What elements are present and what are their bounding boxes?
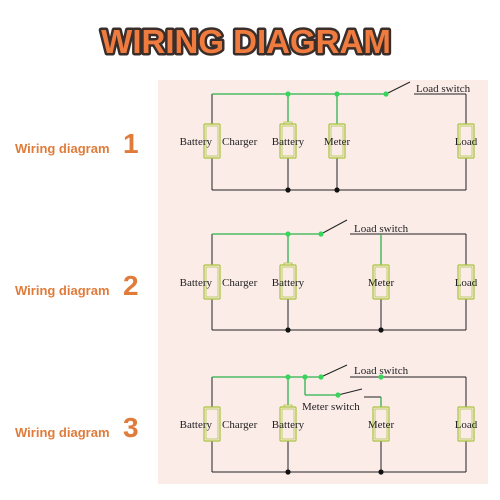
meter-body (328, 123, 346, 159)
switch-node (383, 91, 389, 97)
battery-1-inner (205, 266, 219, 298)
load-label: Load (455, 419, 478, 431)
ground-node (378, 469, 384, 475)
battery-2-inner (281, 408, 295, 440)
load-switch-blade (320, 364, 348, 378)
battery-1-body (203, 264, 221, 300)
diagram-3-number: 3 (123, 412, 139, 443)
meter-inner (374, 266, 388, 298)
battery-2-inner (281, 125, 295, 157)
page-title-wrap: WIRING DIAGRAM (0, 18, 500, 63)
diagram-2-number: 2 (123, 270, 139, 301)
battery-1-body (203, 406, 221, 442)
meter-inner (330, 125, 344, 157)
load-switch-blade (320, 219, 348, 235)
meter-switch-label: Meter switch (302, 401, 360, 413)
switch-node (318, 374, 324, 380)
ground-node (378, 327, 384, 333)
meter-label: Meter (368, 277, 395, 289)
meter-body (372, 406, 390, 442)
meter-body (372, 264, 390, 300)
page-title: WIRING DIAGRAM (101, 23, 391, 60)
meter-label: Meter (324, 136, 351, 148)
load-body (457, 264, 475, 300)
charger-label: Charger (222, 277, 258, 289)
diagram-3-label-text: Wiring diagram (15, 425, 110, 440)
diagram-2-label-text: Wiring diagram (15, 283, 110, 298)
junction-node (302, 374, 308, 380)
junction-node (285, 91, 291, 97)
battery-2-terminal (283, 121, 293, 125)
ground-node (285, 327, 291, 333)
load-body (457, 406, 475, 442)
ground-node (285, 469, 291, 475)
diagram-panel (158, 80, 488, 484)
battery-2-terminal (283, 262, 293, 266)
meter-label: Meter (368, 419, 395, 431)
junction-node (378, 374, 384, 380)
load-inner (459, 125, 473, 157)
diagram-1-label-text: Wiring diagram (15, 141, 110, 156)
diagram-1-label: Wiring diagram 1 (0, 124, 150, 164)
junction-node (334, 91, 340, 97)
load-switch-label: Load switch (354, 223, 409, 235)
junction-node (285, 231, 291, 237)
ground-node (285, 187, 291, 193)
battery-1-inner (205, 408, 219, 440)
charger-label: Charger (222, 419, 258, 431)
meter-switch-blade (337, 388, 363, 396)
battery-1-label: Battery (180, 277, 213, 289)
diagram-2-label: Wiring diagram 2 (0, 266, 150, 306)
diagram-1-number: 1 (123, 128, 139, 159)
battery-2-label: Battery (272, 277, 305, 289)
load-label: Load (455, 277, 478, 289)
charger-label: Charger (222, 136, 258, 148)
load-switch-label: Load switch (416, 83, 471, 95)
battery-2-inner (281, 266, 295, 298)
load-inner (459, 408, 473, 440)
battery-2-label: Battery (272, 136, 305, 148)
load-inner (459, 266, 473, 298)
load-body (457, 123, 475, 159)
load-label: Load (455, 136, 478, 148)
battery-1-inner (205, 125, 219, 157)
load-switch-blade (385, 81, 411, 95)
meter-inner (374, 408, 388, 440)
ground-node (334, 187, 340, 193)
battery-2-label: Battery (272, 419, 305, 431)
battery-1-body (203, 123, 221, 159)
switch-node (318, 231, 324, 237)
load-switch-label: Load switch (354, 365, 409, 377)
battery-1-label: Battery (180, 136, 213, 148)
junction-node (285, 374, 291, 380)
battery-1-label: Battery (180, 419, 213, 431)
switch-node (335, 392, 341, 398)
diagram-3-label: Wiring diagram 3 (0, 408, 150, 448)
battery-2-terminal (283, 404, 293, 408)
